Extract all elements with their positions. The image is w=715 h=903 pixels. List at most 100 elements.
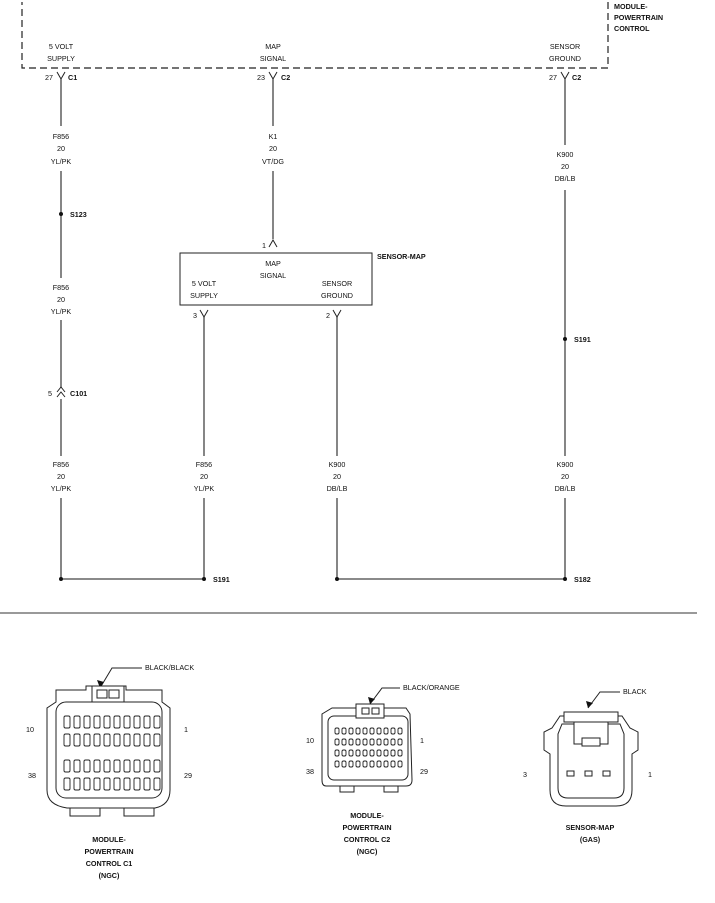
pin-cavity (83, 777, 91, 791)
pin-number: 5 (48, 389, 52, 398)
wire-color: DB/LB (555, 484, 576, 493)
pin-cavity (123, 733, 131, 747)
c1-pin-cavities (63, 715, 161, 791)
connector-color: BLACK (623, 687, 647, 696)
title-line-3: CONTROL C1 (86, 859, 133, 868)
pin-cavity (341, 738, 347, 746)
pin-cavity (83, 733, 91, 747)
splice-s191-right: S191 (563, 335, 591, 344)
pin-cavity (143, 759, 151, 773)
inline-connector-c101: 5 C101 (48, 386, 87, 398)
wire-color: VT/DG (262, 157, 284, 166)
pin-cavity (348, 749, 354, 757)
pin-cavity (383, 727, 389, 735)
pin-cavity (390, 760, 396, 768)
wire-color: YL/PK (51, 157, 72, 166)
wire-color: DB/LB (555, 174, 576, 183)
pin-cavity (348, 738, 354, 746)
pin-label-10: 10 (26, 725, 34, 734)
pin-cavity (355, 749, 361, 757)
pin-label-1: 1 (420, 736, 424, 745)
wire-circuit: K900 (329, 460, 346, 469)
pcm-name-line-1: MODULE- (614, 2, 648, 11)
wire-label-k900-top: K900 20 DB/LB (555, 150, 576, 183)
connector-id: C2 (281, 73, 290, 82)
pcm-module: MODULE- POWERTRAIN CONTROL 5 VOLT SUPPLY… (21, 2, 663, 69)
pin-cavity (334, 749, 340, 757)
pin-cavity (83, 715, 91, 729)
wire-gauge: 20 (57, 144, 65, 153)
pin-cavity (390, 738, 396, 746)
sensor-map-module: SENSOR-MAP 1 MAP SIGNAL 5 VOLT SUPPLY SE… (179, 238, 426, 320)
sensor-signal-line-1: MAP (265, 259, 281, 268)
pin-cavity (376, 749, 382, 757)
pin-cavity (376, 738, 382, 746)
pin-cavity (133, 759, 141, 773)
connector-view-sensor-map: BLACK 3 1 SENSOR-MAP (GAS) (523, 687, 652, 844)
pin-cavity (362, 760, 368, 768)
pin-label-29: 29 (420, 767, 428, 776)
sensor-pin-1: 1 (262, 241, 266, 250)
wire-label-k900-sensor: K900 20 DB/LB (327, 460, 348, 493)
pin-cavity (376, 727, 382, 735)
pin-cavity (362, 727, 368, 735)
pin-cavity (143, 733, 151, 747)
pin-cavity (397, 760, 403, 768)
pin-cavity (390, 727, 396, 735)
pin-cavity (376, 760, 382, 768)
title-line-2: POWERTRAIN (84, 847, 133, 856)
pin-cavity (123, 759, 131, 773)
wire-label-k1: K1 20 VT/DG (262, 132, 284, 166)
splice-s191: S191 (59, 575, 230, 584)
pin-cavity (355, 738, 361, 746)
wire-circuit: F856 (53, 283, 69, 292)
wire-gauge: 20 (333, 472, 341, 481)
title-line-3: CONTROL C2 (344, 835, 391, 844)
pin-cavity (103, 733, 111, 747)
pin-cavity (341, 749, 347, 757)
sensor-ground-line-1: SENSOR (322, 279, 352, 288)
pin-cavity (113, 777, 121, 791)
pin-cavity (153, 733, 161, 747)
sensor-ground-line-2: GROUND (321, 291, 353, 300)
wire-gauge: 20 (57, 295, 65, 304)
connector-view-pcm-c2: BLACK/ORANGE 10 1 38 29 MODULE- POWERTRA… (306, 683, 460, 856)
pin-cavity (369, 738, 375, 746)
splice-label: S191 (574, 335, 591, 344)
pin-cavity (93, 759, 101, 773)
pin-cavity (341, 760, 347, 768)
connector-view-pcm-c1: BLACK/BLACK 10 1 38 29 MODULE- POWERTRAI… (26, 663, 194, 880)
pin-label-38: 38 (306, 767, 314, 776)
wire-circuit: F856 (53, 132, 69, 141)
color-leader (369, 687, 400, 705)
splice-s182: S182 (335, 575, 591, 584)
pin-cavity (123, 715, 131, 729)
pin-cavity (362, 738, 368, 746)
wire-label-f856-mid: F856 20 YL/PK (51, 283, 72, 316)
pin-cavity (397, 727, 403, 735)
pcm-name-line-2: POWERTRAIN (614, 13, 663, 22)
pin-cavity (123, 777, 131, 791)
pin-cavity (383, 749, 389, 757)
pcm-pin-label-gnd-line-2: GROUND (549, 54, 581, 63)
pin-cavity (397, 738, 403, 746)
connector-id: C101 (70, 389, 87, 398)
pin-cavity (341, 727, 347, 735)
pin-cavity (369, 760, 375, 768)
wire-color: YL/PK (51, 484, 72, 493)
wire-color: YL/PK (51, 307, 72, 316)
pin-label-38: 38 (28, 771, 36, 780)
pin-cavity (93, 715, 101, 729)
sensor-pin-2-symbol (332, 309, 342, 319)
splice-label: S191 (213, 575, 230, 584)
sensor-supply-line-2: SUPPLY (190, 291, 218, 300)
sensor-pin-3-symbol (199, 309, 209, 319)
sensor-pin-2: 2 (326, 311, 330, 320)
sensor-map-box (179, 252, 373, 306)
pin-cavity (113, 759, 121, 773)
splice-label: S182 (574, 575, 591, 584)
pin-cavity (103, 759, 111, 773)
pin-cavity (153, 715, 161, 729)
connector-color: BLACK/ORANGE (403, 683, 460, 692)
